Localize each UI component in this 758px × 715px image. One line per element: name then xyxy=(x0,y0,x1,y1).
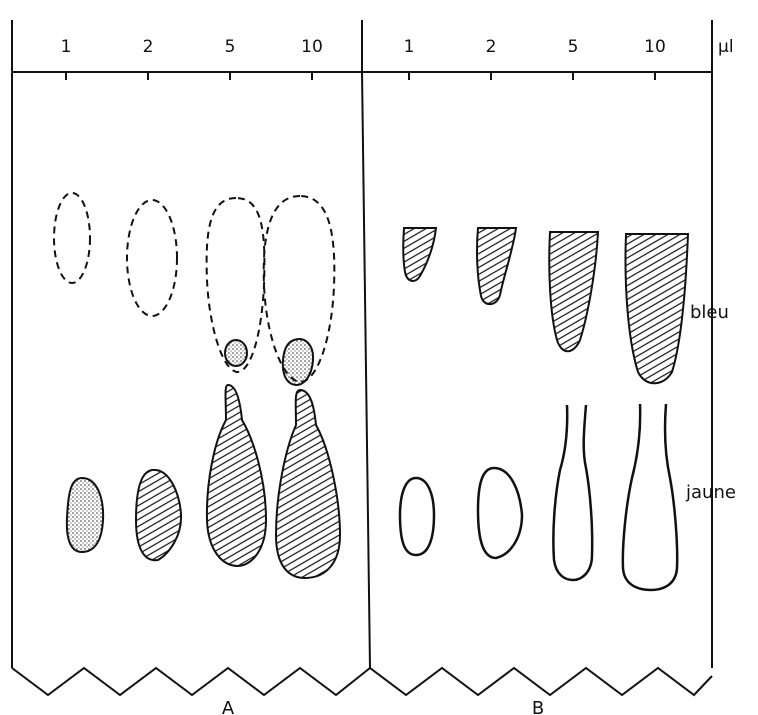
spot xyxy=(276,390,340,578)
spot xyxy=(477,228,516,304)
spot xyxy=(67,478,103,552)
spot xyxy=(478,468,522,558)
volume-label: 1 xyxy=(404,37,415,57)
spot xyxy=(136,470,181,560)
spot-outline xyxy=(54,193,90,283)
panel-a-dark-spots xyxy=(225,339,313,385)
panel-b-blue-zone xyxy=(403,228,688,383)
spot xyxy=(283,339,313,385)
spot xyxy=(553,405,592,580)
band-label-yellow: jaune xyxy=(685,482,736,503)
volume-label: 10 xyxy=(301,37,323,57)
spot xyxy=(207,385,266,566)
plate-frame xyxy=(12,20,712,695)
volume-label: 5 xyxy=(225,37,236,57)
volume-label: 2 xyxy=(486,37,497,57)
volume-label: 10 xyxy=(644,37,666,57)
panel-label-a: A xyxy=(222,698,235,715)
spot-outline xyxy=(127,200,177,316)
spot xyxy=(623,404,677,590)
panel-label-b: B xyxy=(532,698,544,715)
panel-divider xyxy=(362,72,370,668)
spot xyxy=(626,234,689,383)
band-label-blue: bleu xyxy=(690,302,729,323)
spot xyxy=(400,478,434,555)
spot xyxy=(549,232,598,351)
spot xyxy=(225,340,247,366)
panel-b-yellow-zone xyxy=(400,404,677,590)
panel-a-yellow-zone xyxy=(67,385,340,578)
volume-label: 2 xyxy=(143,37,154,57)
unit-label: µl xyxy=(718,37,734,57)
spot xyxy=(403,228,436,281)
volume-label: 5 xyxy=(568,37,579,57)
torn-bottom-edge xyxy=(12,668,712,695)
volume-labels-b: 1 2 5 10 xyxy=(404,37,666,57)
volume-labels-a: 1 2 5 10 xyxy=(61,37,323,57)
volume-label: 1 xyxy=(61,37,72,57)
